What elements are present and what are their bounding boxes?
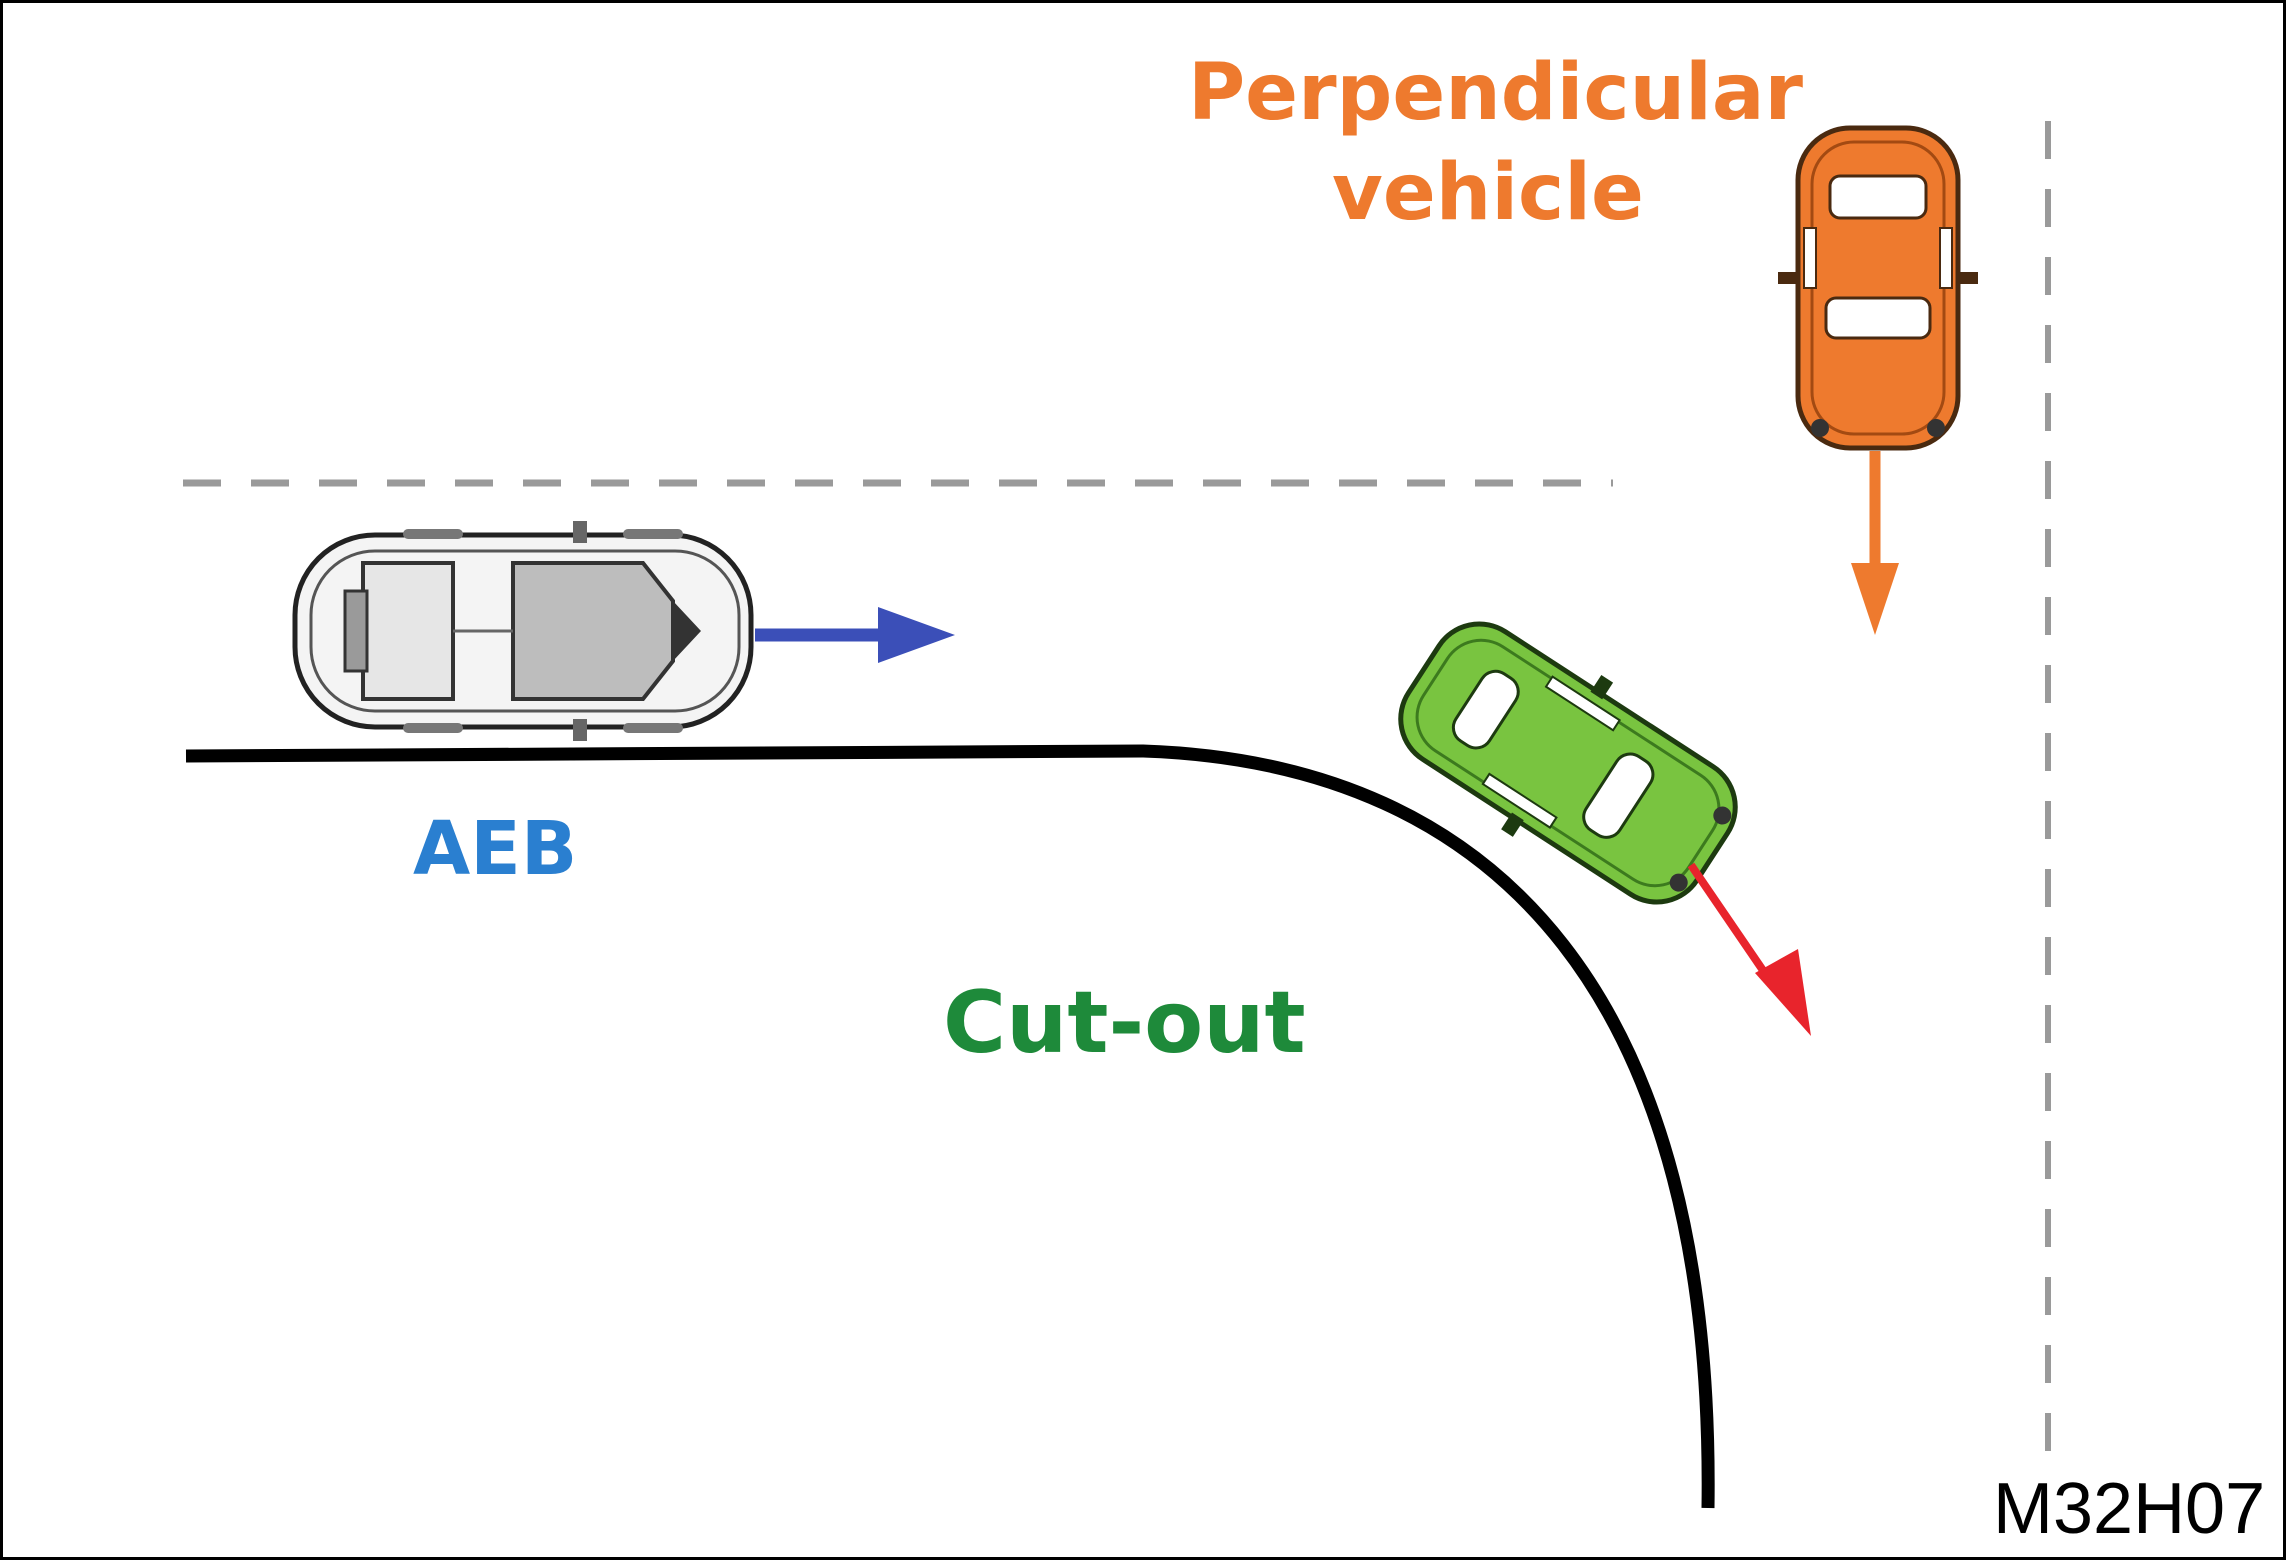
figure-code: M32H07: [1993, 1469, 2266, 1549]
perpendicular-label-line2: vehicle: [1332, 148, 1644, 238]
road-edge: [185, 744, 1715, 1509]
cut-out-arrow-head: [1755, 949, 1811, 1036]
perpendicular-car-icon: [1778, 125, 1978, 451]
scene-drawing: [183, 121, 2051, 1509]
perpendicular-arrow-head: [1851, 563, 1899, 635]
aeb-arrow-head: [878, 607, 955, 663]
cut-out-car-icon: [1398, 621, 1738, 905]
perpendicular-vehicle-label: Perpendicular vehicle: [1188, 43, 1803, 243]
cut-out-direction-arrow: [1687, 862, 1779, 991]
aeb-label: AEB: [413, 806, 578, 892]
cut-out-label: Cut-out: [943, 973, 1306, 1073]
aeb-car-icon: [292, 521, 754, 741]
perpendicular-label-line1: Perpendicular: [1188, 48, 1803, 138]
